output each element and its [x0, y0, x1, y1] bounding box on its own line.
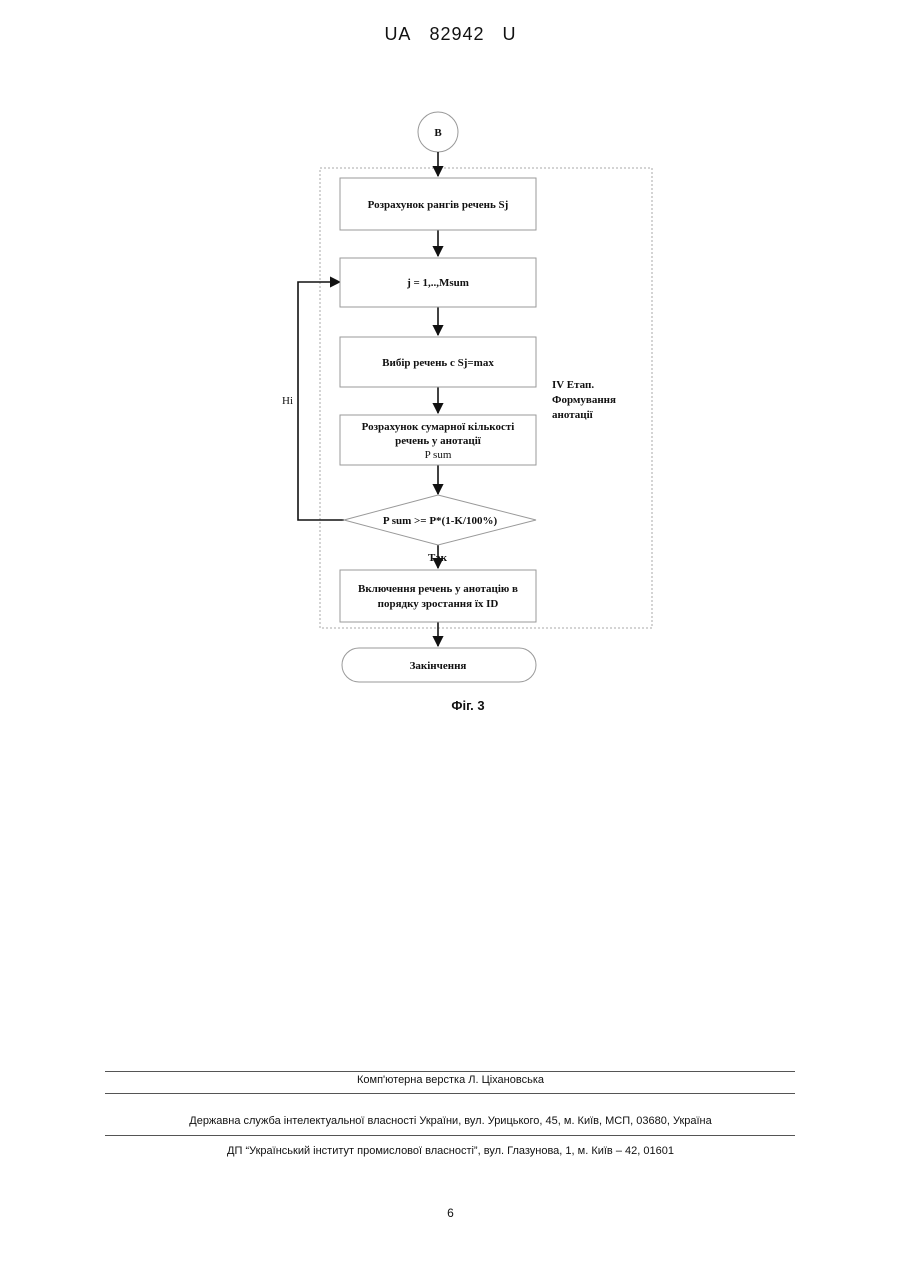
- step-text-sum-2: речень у анотації: [395, 435, 482, 447]
- step-box-include: [340, 570, 536, 622]
- yes-label: Так: [428, 552, 448, 564]
- step-text-select: Вибір речень с Sj=max: [382, 357, 494, 369]
- footer-rule-3: [105, 1135, 795, 1136]
- footer-institute: ДП “Український інститут промислової вла…: [0, 1145, 901, 1157]
- step-text-include-2: порядку зростання їх ID: [378, 598, 499, 610]
- step-text-sum-1: Розрахунок сумарної кількості: [362, 421, 515, 433]
- page-number: 6: [0, 1206, 901, 1220]
- flowchart: В Розрахунок рангів речень Sj j = 1,..,M…: [0, 0, 901, 730]
- step-text-loop: j = 1,..,Msum: [406, 277, 469, 289]
- footer-layout-credit: Комп'ютерна верстка Л. Ціхановська: [0, 1074, 901, 1086]
- stage-label-1: IV Етап.: [552, 379, 594, 391]
- connector-label: В: [434, 127, 442, 139]
- footer-agency: Державна служба інтелектуальної власност…: [0, 1115, 901, 1127]
- step-text-include-1: Включення речень у анотацію в: [358, 583, 518, 595]
- step-text-sum-3: P sum: [425, 449, 452, 461]
- stage-label-3: анотації: [552, 409, 594, 421]
- stage-label-2: Формування: [552, 394, 616, 406]
- decision-text: P sum >= P*(1-K/100%): [383, 515, 498, 527]
- step-text-rank: Розрахунок рангів речень Sj: [368, 199, 509, 211]
- no-label: Ні: [282, 395, 293, 407]
- terminator-text: Закінчення: [410, 660, 467, 672]
- footer-rule-1: [105, 1071, 795, 1072]
- figure-caption: Фіг. 3: [451, 698, 484, 713]
- footer-rule-2: [105, 1093, 795, 1094]
